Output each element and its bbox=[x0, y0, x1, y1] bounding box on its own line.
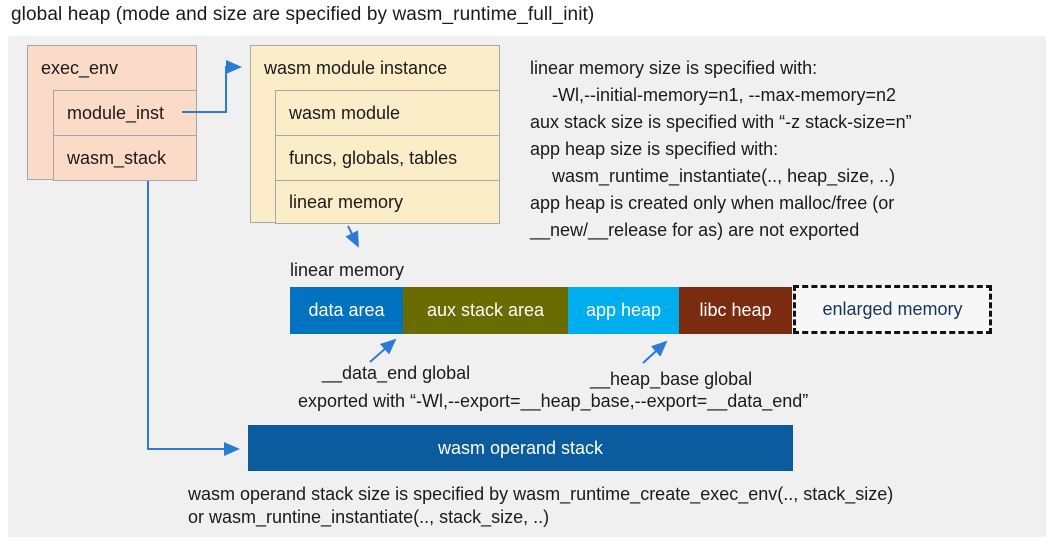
note-line: linear memory size is specified with: bbox=[530, 58, 818, 78]
exec-env-row-wasm-stack: wasm_stack bbox=[53, 135, 197, 181]
note-line: or wasm_runtine_instantiate(.., stack_si… bbox=[188, 507, 550, 527]
segment-data-area: data area bbox=[290, 287, 403, 334]
diagram-title: global heap (mode and size are specified… bbox=[11, 4, 595, 25]
note-line: wasm_runtime_instantiate(.., heap_size, … bbox=[552, 166, 896, 186]
module-instance-row-linear-memory: linear memory bbox=[275, 180, 500, 224]
data-end-global-label: __data_end global bbox=[322, 363, 471, 383]
memory-size-notes: linear memory size is specified with: -W… bbox=[530, 55, 912, 244]
wasm-operand-stack-bar: wasm operand stack bbox=[248, 425, 793, 471]
segment-libc-heap: libc heap bbox=[679, 287, 792, 334]
operand-stack-notes: wasm operand stack size is specified by … bbox=[188, 483, 893, 529]
segment-enlarged-memory: enlarged memory bbox=[793, 285, 992, 334]
note-line: -Wl,--initial-memory=n1, --max-memory=n2 bbox=[552, 85, 897, 105]
note-line: app heap size is specified with: bbox=[530, 139, 779, 159]
exported-flags-label: exported with “-Wl,--export=__heap_base,… bbox=[298, 391, 809, 411]
module-instance-row-funcs-globals-tables: funcs, globals, tables bbox=[275, 135, 500, 181]
note-line: aux stack size is specified with “-z sta… bbox=[530, 112, 912, 132]
exec-env-header: exec_env bbox=[41, 58, 119, 78]
note-line: app heap is created only when malloc/fre… bbox=[530, 193, 895, 213]
linear-memory-label: linear memory bbox=[290, 260, 405, 280]
heap-base-global-label: __heap_base global bbox=[590, 369, 753, 389]
segment-aux-stack-area: aux stack area bbox=[403, 287, 568, 334]
exec-env-row-module-inst: module_inst bbox=[53, 90, 197, 136]
note-line: __new/__release for as) are not exported bbox=[530, 220, 860, 240]
module-instance-header: wasm module instance bbox=[264, 58, 448, 78]
note-line: wasm operand stack size is specified by … bbox=[188, 484, 894, 504]
module-instance-row-wasm-module: wasm module bbox=[275, 90, 500, 136]
segment-app-heap: app heap bbox=[568, 287, 679, 334]
